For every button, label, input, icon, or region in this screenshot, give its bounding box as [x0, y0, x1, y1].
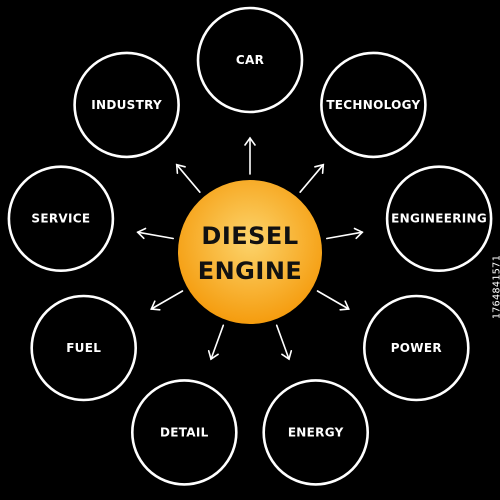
topic-label-technology: TECHNOLOGY: [326, 98, 420, 112]
arrow-shaft-industry: [175, 163, 201, 193]
arrow-shaft-energy: [275, 324, 290, 360]
arrow-shaft-fuel: [150, 290, 184, 310]
topics-layer: CAR TECHNOLOGY ENGINEERING POWER ENERGY DETAI…: [7, 6, 493, 486]
topic-label-car: CAR: [236, 53, 264, 67]
center-circle: [178, 180, 322, 324]
arrow-head-technology: [314, 163, 325, 174]
arrow-shaft-detail: [210, 324, 225, 360]
arrow-head-detail: [207, 349, 219, 361]
arrow-head-engineering: [353, 227, 364, 240]
topic-circle-service: [7, 165, 115, 272]
arrow-service: [136, 227, 174, 240]
topic-node-service: SERVICE: [7, 165, 115, 272]
arrow-shaft-engineering: [325, 231, 364, 240]
topic-label-detail: DETAIL: [160, 425, 209, 439]
topic-circle-technology: [320, 51, 427, 159]
topic-circle-detail: [131, 379, 238, 486]
arrow-shaft-technology: [299, 163, 325, 193]
center-title-line2: ENGINE: [198, 257, 303, 285]
arrow-fuel: [150, 290, 184, 311]
center-title-line1: DIESEL: [201, 222, 298, 250]
topic-node-car: CAR: [196, 6, 304, 114]
arrow-power: [316, 290, 350, 311]
topic-label-energy: ENERGY: [288, 425, 344, 439]
arrow-head-industry: [175, 163, 186, 174]
topic-circle-engineering: [385, 165, 493, 272]
topic-circle-fuel: [30, 294, 137, 402]
arrow-head-service: [136, 227, 147, 240]
topic-label-service: SERVICE: [31, 212, 90, 226]
topic-node-engineering: ENGINEERING: [385, 165, 493, 272]
topic-circle-car: [196, 6, 304, 114]
topic-node-power: POWER: [362, 294, 470, 402]
topic-node-fuel: FUEL: [30, 294, 137, 402]
arrow-shaft-power: [316, 290, 350, 310]
topic-label-engineering: ENGINEERING: [391, 212, 487, 226]
arrow-engineering: [325, 227, 364, 240]
arrow-industry: [175, 163, 201, 193]
arrow-head-fuel: [150, 300, 161, 311]
arrow-technology: [299, 163, 325, 193]
arrow-shaft-service: [136, 231, 174, 240]
arrow-detail: [207, 324, 225, 361]
topic-label-power: POWER: [391, 341, 442, 355]
topic-label-industry: INDUSTRY: [91, 98, 162, 112]
watermark-id: 1764841571: [491, 255, 500, 320]
arrow-head-power: [339, 300, 350, 311]
topic-circle-energy: [262, 379, 370, 486]
topic-circle-power: [362, 294, 470, 402]
arrows-layer: [136, 136, 364, 361]
topic-node-industry: INDUSTRY: [73, 51, 180, 159]
topic-label-fuel: FUEL: [66, 341, 101, 355]
center-node: DIESEL ENGINE: [178, 180, 322, 324]
arrow-head-energy: [281, 349, 293, 361]
arrow-energy: [275, 324, 293, 361]
arrow-car: [244, 136, 256, 175]
arrow-head-car: [244, 136, 256, 146]
topic-node-energy: ENERGY: [262, 379, 370, 486]
topic-circle-industry: [73, 51, 180, 159]
topic-node-technology: TECHNOLOGY: [320, 51, 427, 159]
topic-node-detail: DETAIL: [131, 379, 238, 486]
